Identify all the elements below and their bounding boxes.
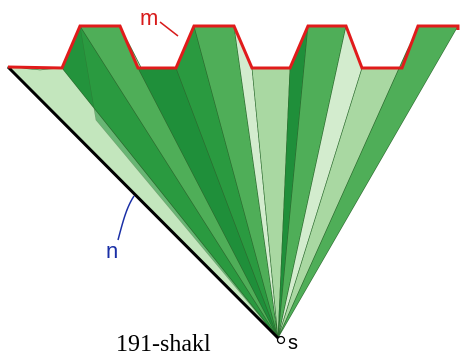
label-n: n xyxy=(106,238,118,263)
edge-n xyxy=(6,65,280,340)
leader-m xyxy=(159,21,179,37)
label-s: s xyxy=(288,332,298,353)
leader-n xyxy=(117,195,135,241)
apex-point-s xyxy=(276,335,286,345)
label-m: m xyxy=(140,5,158,30)
figure-caption: 191-shakl xyxy=(116,331,211,353)
edge-m xyxy=(7,24,460,70)
